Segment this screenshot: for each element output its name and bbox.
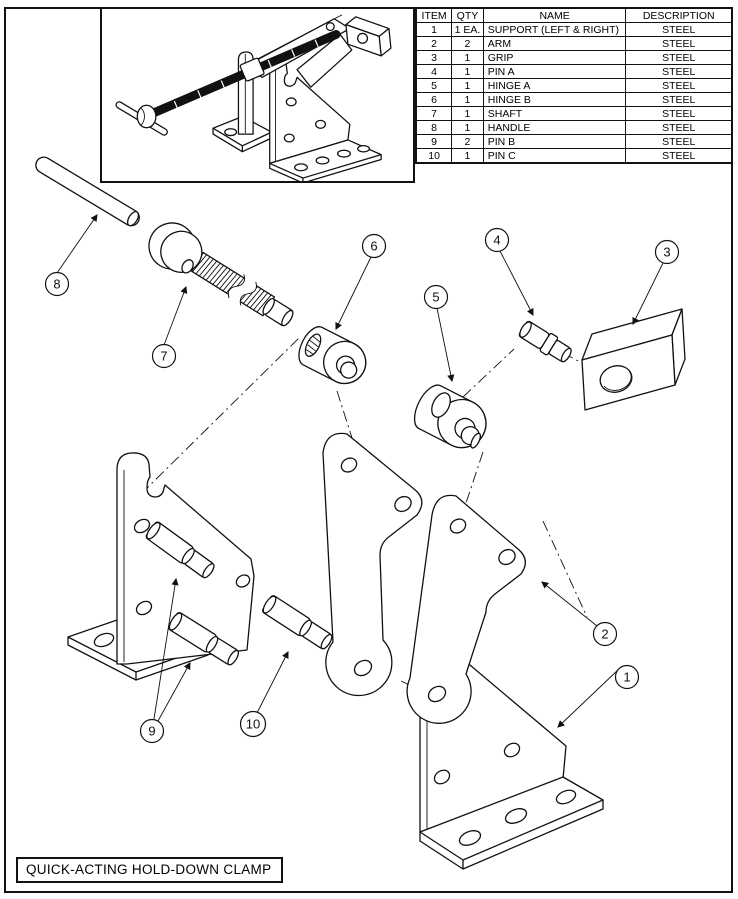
cell-description: STEEL [625, 106, 733, 121]
cell-description: STEEL [625, 92, 733, 107]
cell-description: STEEL [625, 120, 733, 135]
table-row: 3 1 GRIP STEEL [415, 50, 733, 65]
cell-item: 3 [415, 50, 453, 65]
cell-description: STEEL [625, 148, 733, 164]
table-row: 9 2 PIN B STEEL [415, 134, 733, 149]
cell-name: SHAFT [482, 106, 627, 121]
balloon-7: 7 [151, 343, 177, 369]
table-row: 5 1 HINGE A STEEL [415, 78, 733, 93]
col-header-name: NAME [482, 7, 627, 23]
cell-name: HANDLE [482, 120, 627, 135]
part-handle [35, 156, 140, 227]
cell-name: HINGE A [482, 78, 627, 93]
balloon-10: 10 [239, 710, 267, 738]
balloon-1: 1 [614, 664, 640, 690]
cell-item: 6 [415, 92, 453, 107]
assembled-clamp-drawing [115, 14, 392, 181]
cell-qty: 1 EA. [451, 22, 484, 37]
parts-table-header-row: ITEM QTY NAME DESCRIPTION [415, 7, 733, 23]
cell-item: 5 [415, 78, 453, 93]
cell-name: HINGE B [482, 92, 627, 107]
col-header-item: ITEM [415, 7, 453, 23]
cell-description: STEEL [625, 22, 733, 37]
table-row: 8 1 HANDLE STEEL [415, 120, 733, 135]
cell-qty: 1 [451, 148, 484, 164]
cell-name: ARM [482, 36, 627, 51]
balloon-3-label: 3 [663, 245, 670, 260]
parts-table: ITEM QTY NAME DESCRIPTION 1 1 EA. SUPPOR… [415, 7, 733, 164]
cell-description: STEEL [625, 78, 733, 93]
cell-item: 8 [415, 120, 453, 135]
part-pin-c [260, 593, 336, 653]
balloon-5-label: 5 [432, 290, 439, 305]
balloon-3: 3 [654, 239, 680, 265]
cell-name: SUPPORT (LEFT & RIGHT) [482, 22, 627, 37]
inset-hinge-block [239, 57, 265, 82]
part-pin-a [518, 320, 572, 363]
cell-item: 2 [415, 36, 453, 51]
balloon-7-label: 7 [160, 349, 167, 364]
table-row: 10 1 PIN C STEEL [415, 148, 733, 164]
cell-item: 9 [415, 134, 453, 149]
part-grip [581, 308, 686, 411]
part-arm-front [322, 432, 423, 697]
cell-description: STEEL [625, 50, 733, 65]
part-arm-rear [406, 494, 526, 724]
cell-qty: 1 [451, 120, 484, 135]
table-row: 6 1 HINGE B STEEL [415, 92, 733, 107]
balloon-9: 9 [139, 718, 165, 744]
balloon-1-label: 1 [623, 670, 630, 685]
cell-description: STEEL [625, 64, 733, 79]
balloon-6-label: 6 [370, 239, 377, 254]
balloon-4-label: 4 [493, 233, 500, 248]
balloon-8-label: 8 [53, 277, 60, 292]
balloon-10-label: 10 [246, 717, 260, 732]
cell-qty: 2 [451, 36, 484, 51]
inset-support-right [269, 58, 382, 181]
cell-qty: 2 [451, 134, 484, 149]
col-header-description: DESCRIPTION [625, 7, 733, 23]
part-hinge-b [298, 326, 367, 385]
balloon-8: 8 [44, 271, 70, 297]
cell-qty: 1 [451, 64, 484, 79]
part-shaft [148, 222, 294, 327]
leader-lines [56, 214, 664, 728]
assembled-view-inset [100, 7, 415, 183]
inset-handle [115, 101, 168, 136]
inset-grip [345, 16, 392, 57]
balloon-2-label: 2 [601, 627, 608, 642]
cell-qty: 1 [451, 106, 484, 121]
cell-item: 1 [415, 22, 453, 37]
table-row: 1 1 EA. SUPPORT (LEFT & RIGHT) STEEL [415, 22, 733, 37]
title-block: QUICK-ACTING HOLD-DOWN CLAMP [16, 857, 284, 883]
cell-item: 4 [415, 64, 453, 79]
part-hinge-a [413, 384, 487, 449]
drawing-title: QUICK-ACTING HOLD-DOWN CLAMP [26, 862, 272, 877]
balloon-4: 4 [484, 227, 510, 253]
cell-description: STEEL [625, 36, 733, 51]
cell-name: PIN B [482, 134, 627, 149]
balloon-9-label: 9 [148, 724, 155, 739]
col-header-qty: QTY [451, 7, 484, 23]
table-row: 4 1 PIN A STEEL [415, 64, 733, 79]
balloon-5: 5 [423, 284, 449, 310]
cell-name: GRIP [482, 50, 627, 65]
cell-item: 10 [415, 148, 453, 164]
inset-link-plate [296, 33, 353, 88]
cell-name: PIN C [482, 148, 627, 164]
balloon-6: 6 [361, 233, 387, 259]
cell-qty: 1 [451, 78, 484, 93]
balloon-2: 2 [592, 621, 618, 647]
cell-item: 7 [415, 106, 453, 121]
cell-description: STEEL [625, 134, 733, 149]
cell-qty: 1 [451, 92, 484, 107]
table-row: 7 1 SHAFT STEEL [415, 106, 733, 121]
table-row: 2 2 ARM STEEL [415, 36, 733, 51]
cell-qty: 1 [451, 50, 484, 65]
cell-name: PIN A [482, 64, 627, 79]
